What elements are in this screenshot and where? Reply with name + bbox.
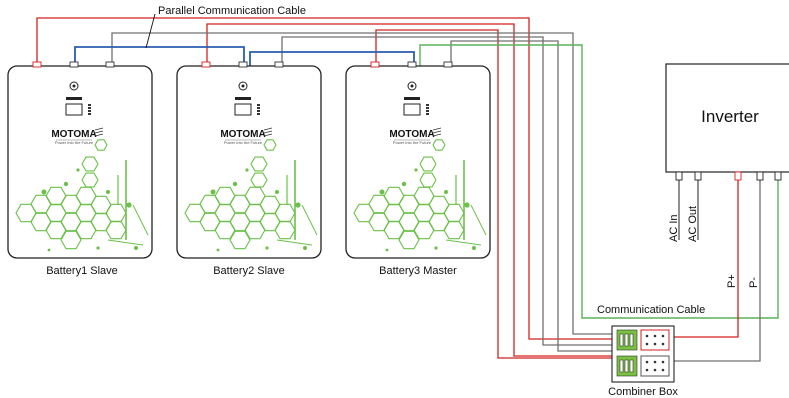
brand-tagline: Power into the Future	[393, 140, 432, 145]
cable-comm	[419, 44, 779, 319]
battery-body	[345, 65, 491, 259]
p-plus-label: P+	[726, 274, 738, 288]
cable-label-leader	[145, 13, 156, 49]
terminal-comm-in	[69, 61, 79, 68]
brand-tagline: Power into the Future	[224, 140, 263, 145]
terminal-ac-in	[675, 171, 683, 181]
terminal-p-plus	[734, 171, 742, 181]
inverter-label: Inverter	[701, 107, 759, 126]
terminal-positive	[201, 61, 211, 68]
battery-body	[176, 65, 322, 259]
cable-b1-positive	[36, 17, 614, 340]
comm-cable-label: Communication Cable	[597, 304, 705, 316]
terminal-ac-out	[694, 171, 702, 181]
combiner-box	[611, 325, 675, 383]
brand-tagline: Power into the Future	[55, 140, 94, 145]
cable-b2-positive	[206, 23, 614, 357]
combiner-box-label: Combiner Box	[608, 386, 678, 398]
cables	[36, 17, 779, 362]
indicator-strip	[66, 97, 82, 100]
indicator-strip	[404, 97, 420, 100]
cable-p-minus	[672, 178, 761, 362]
terminal-negative	[274, 61, 284, 68]
battery1-label: Battery1 Slave	[46, 265, 118, 277]
battery2-label: Battery2 Slave	[213, 265, 285, 277]
battery3-label: Battery3 Master	[379, 265, 457, 277]
terminal-negative	[105, 61, 115, 68]
indicator-strip	[235, 97, 251, 100]
p-minus-label: P-	[748, 277, 760, 288]
brand-logo: MOTOMA	[220, 129, 265, 140]
cable-b3-negative	[450, 40, 614, 352]
terminal-positive	[370, 61, 380, 68]
display-screen	[65, 103, 83, 116]
inverter: Inverter	[665, 63, 789, 240]
terminal-comm	[774, 171, 782, 181]
cable-b3-positive	[375, 29, 614, 359]
busbar-positive	[640, 329, 670, 351]
cable-parallel-b1-b2	[74, 46, 245, 66]
terminal-p-minus	[756, 171, 764, 181]
hex-pattern	[15, 139, 149, 252]
cable-parallel-b2-b3	[249, 51, 415, 66]
brand-logo: MOTOMA	[51, 129, 96, 140]
cable-p-plus	[672, 178, 739, 338]
brand-logo: MOTOMA	[389, 129, 434, 140]
ac-out-label: AC Out	[687, 206, 699, 242]
cable-b1-negative	[111, 32, 614, 335]
parallel-cable-label: Parallel Communication Cable	[158, 5, 306, 17]
battery-body	[7, 65, 153, 259]
busbar-negative	[640, 355, 670, 377]
hex-pattern	[184, 139, 318, 252]
terminal-comm-in	[407, 61, 417, 68]
display-screen	[234, 103, 252, 116]
cable-b2-negative	[281, 36, 614, 346]
terminal-positive	[32, 61, 42, 68]
ac-in-label: AC In	[668, 214, 680, 242]
display-screen	[403, 103, 421, 116]
inverter-body	[665, 63, 789, 173]
terminal-negative	[443, 61, 453, 68]
terminal-comm-in	[238, 61, 248, 68]
hex-pattern	[353, 139, 487, 252]
